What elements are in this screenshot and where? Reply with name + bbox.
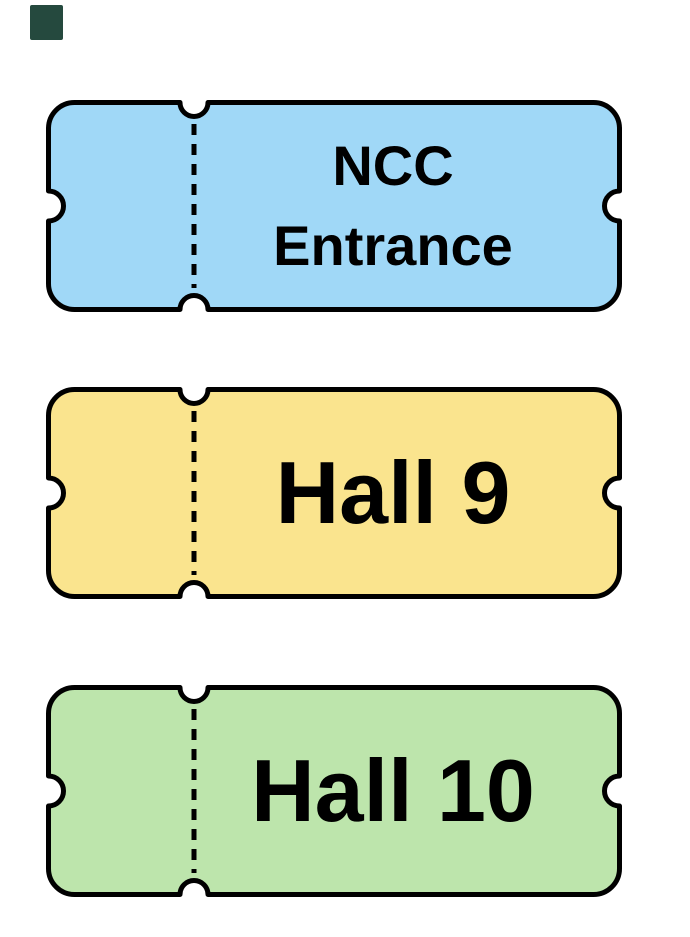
ticket-label: Hall 10 — [194, 685, 592, 897]
ticket-outline — [46, 685, 622, 897]
ticket-label: NCC Entrance — [194, 100, 592, 312]
ticket-label-line: Hall 9 — [275, 443, 511, 542]
ticket-label-line: NCC — [332, 134, 454, 197]
ticket-label-line: Entrance — [273, 214, 513, 277]
ticket-outline — [46, 387, 622, 599]
ticket-ncc-entrance[interactable]: NCC Entrance — [46, 100, 622, 312]
ticket-label: Hall 9 — [194, 387, 592, 599]
ticket-outline — [46, 100, 622, 312]
ticket-shape — [46, 387, 622, 599]
ticket-hall-9[interactable]: Hall 9 — [46, 387, 622, 599]
ticket-shape — [46, 100, 622, 312]
ticket-label-line: Hall 10 — [251, 741, 535, 840]
corner-accent-rectangle — [30, 5, 63, 40]
ticket-hall-10[interactable]: Hall 10 — [46, 685, 622, 897]
ticket-shape — [46, 685, 622, 897]
